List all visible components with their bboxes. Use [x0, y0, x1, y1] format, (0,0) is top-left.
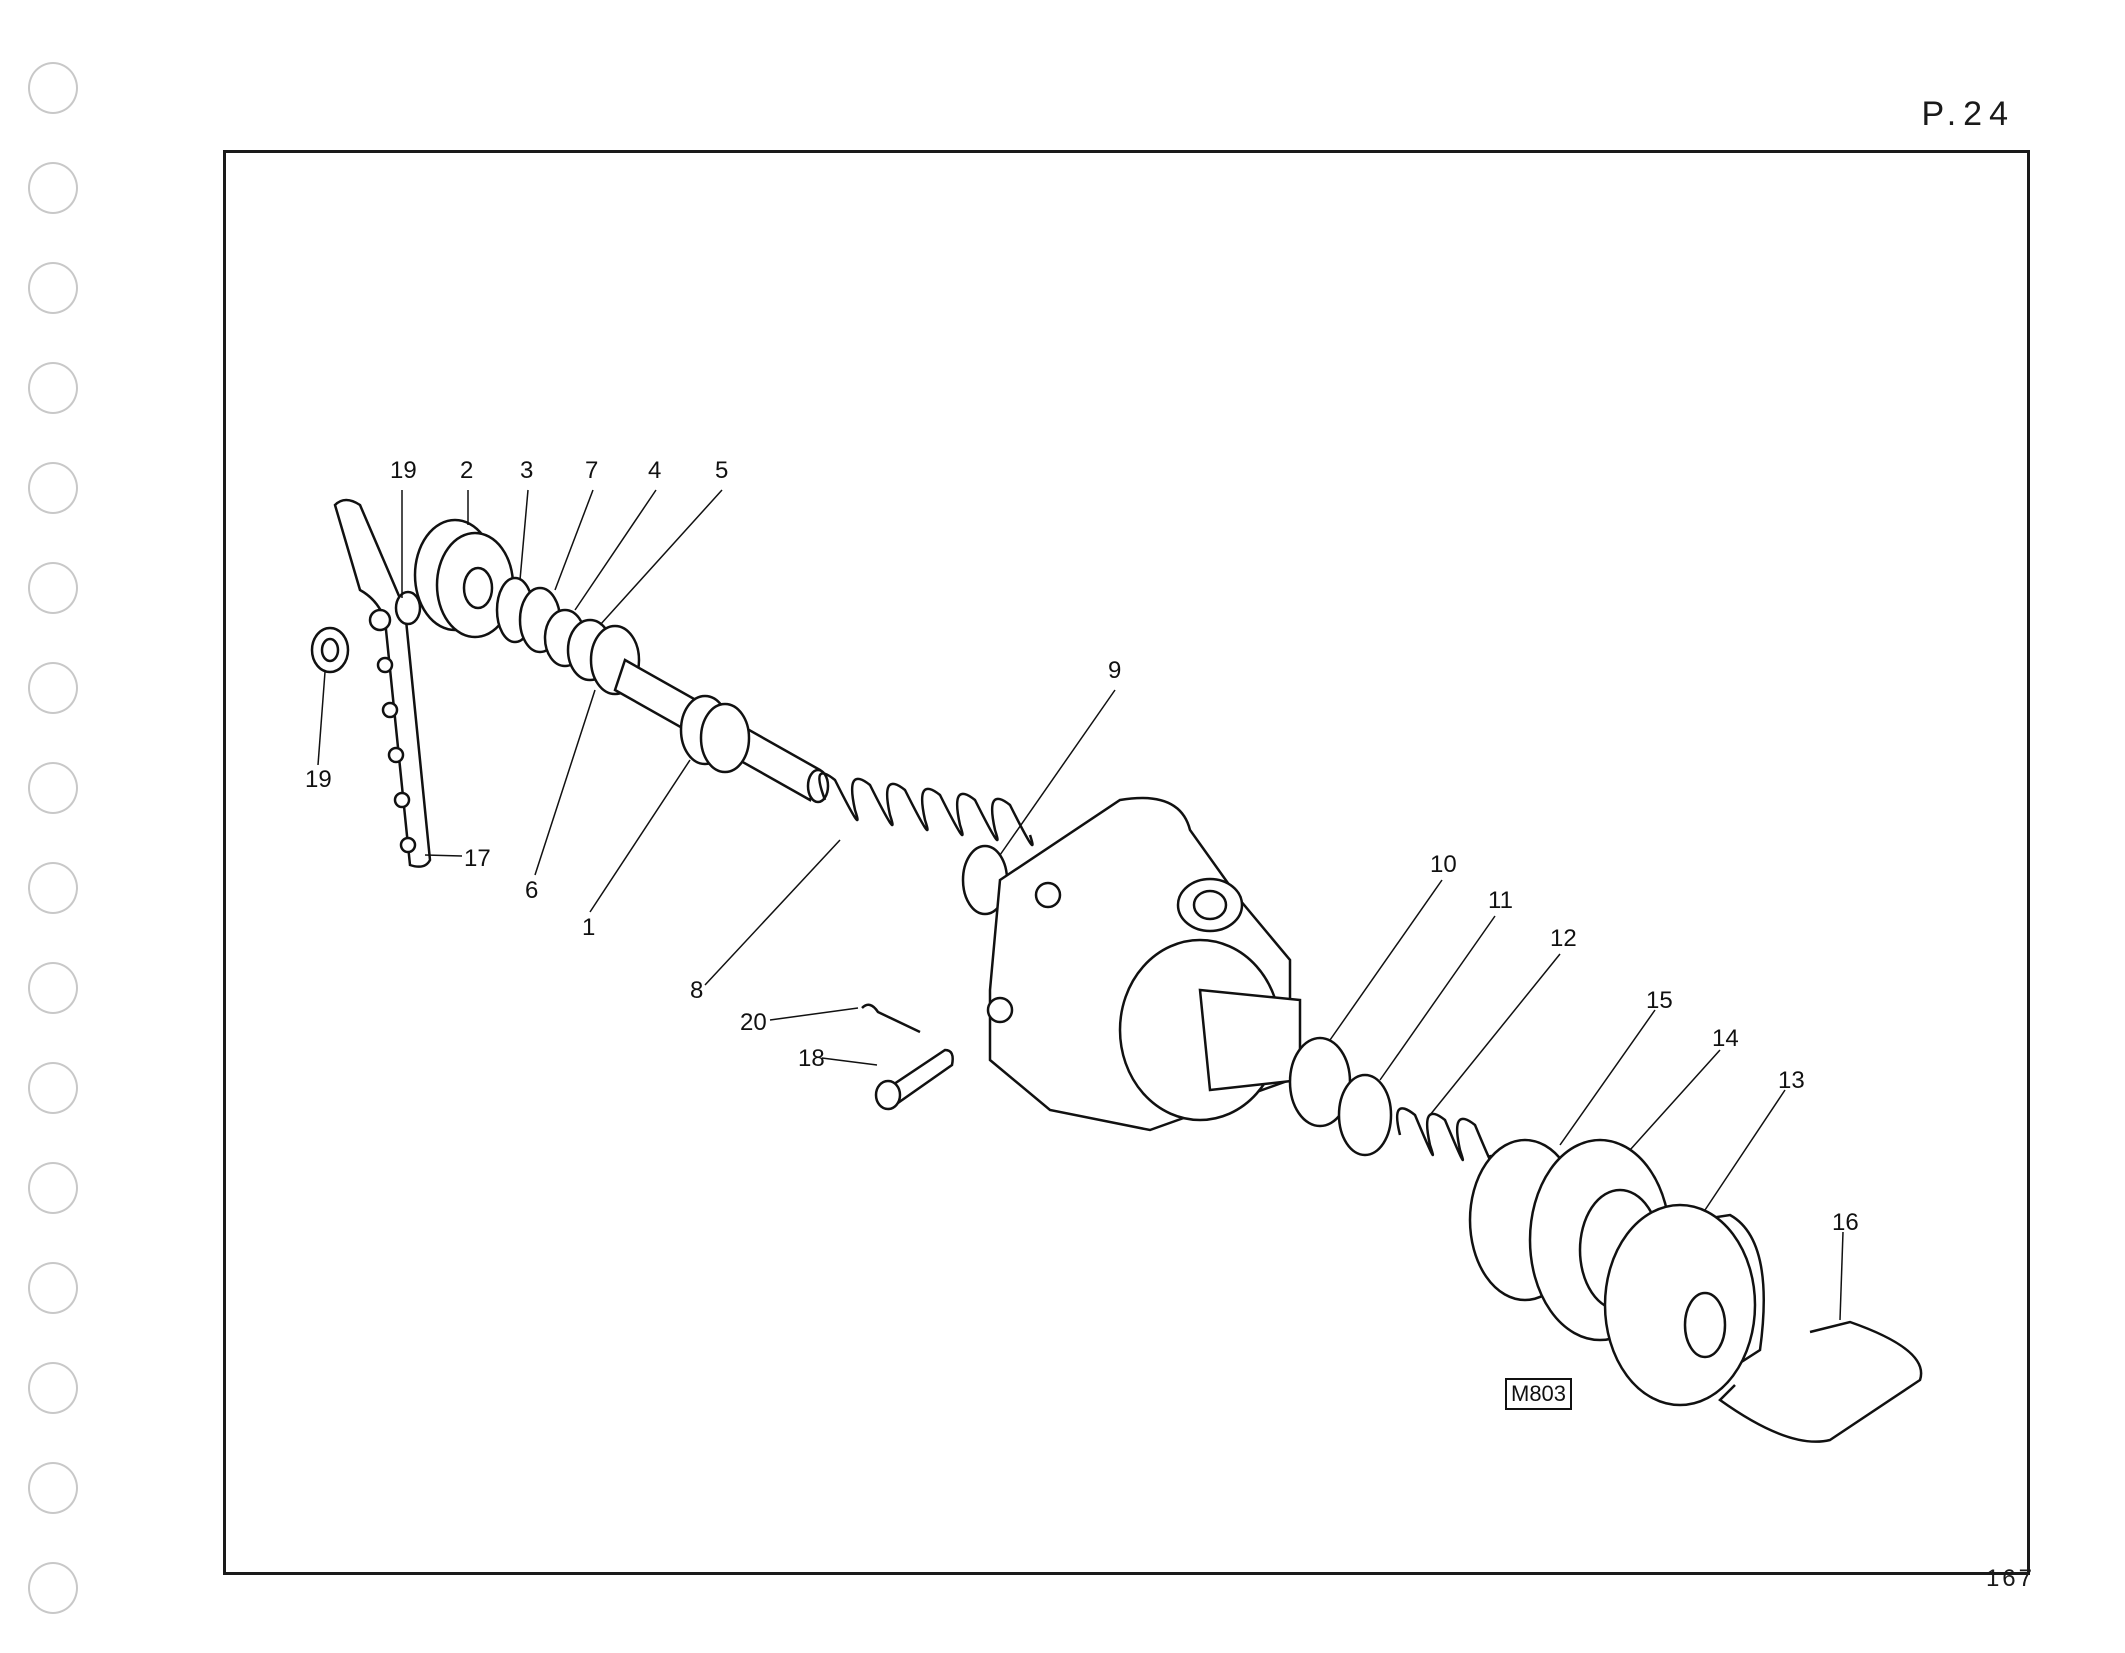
- shaft-part: [613, 658, 830, 804]
- binder-hole: [28, 1062, 78, 1114]
- lever-part: [333, 498, 432, 868]
- callout-label: 18: [798, 1045, 825, 1072]
- binder-hole: [28, 762, 78, 814]
- callout-label: 12: [1550, 925, 1577, 952]
- callout-label: 13: [1778, 1067, 1805, 1094]
- callout-label: 5: [715, 457, 728, 484]
- binder-hole: [28, 1162, 78, 1214]
- callout-label: 11: [1488, 887, 1513, 914]
- roller-part: [413, 518, 515, 639]
- callout-label: 1: [582, 914, 595, 941]
- page-number: 167: [1985, 1565, 2035, 1592]
- callout-label: 3: [520, 457, 533, 484]
- callout-label: 4: [648, 457, 661, 484]
- split-pin-part: [861, 1003, 921, 1034]
- small-washer-part: [394, 590, 422, 626]
- binder-hole: [28, 162, 78, 214]
- callout-labels: 19 2 3 7 4 5 9 19 17 6 1 8 10 11 12 15 1…: [305, 457, 1859, 1236]
- callout-label: 10: [1430, 851, 1457, 878]
- callout-label: 9: [1108, 657, 1121, 684]
- binder-hole: [28, 1362, 78, 1414]
- callout-label: 19: [390, 457, 417, 484]
- callout-label: 15: [1646, 987, 1673, 1014]
- leader-lines: [317, 489, 1844, 1321]
- callout-label: 14: [1712, 1025, 1739, 1052]
- drawing-frame: [223, 150, 2030, 1575]
- binder-hole: [28, 1462, 78, 1514]
- cap-part: [1603, 1203, 1765, 1407]
- callout-label: 2: [460, 457, 473, 484]
- ring-part: [1337, 1073, 1393, 1157]
- callout-label: 19: [305, 766, 332, 793]
- binder-hole: [28, 362, 78, 414]
- callout-label: 7: [585, 457, 598, 484]
- binder-hole: [28, 1562, 78, 1614]
- binder-hole: [28, 1262, 78, 1314]
- callout-label: 17: [464, 845, 491, 872]
- binder-hole: [28, 262, 78, 314]
- callout-label: 8: [690, 977, 703, 1004]
- callout-label: 16: [1832, 1209, 1859, 1236]
- spring-clip-part: [1718, 1320, 1923, 1443]
- binder-hole: [28, 662, 78, 714]
- binder-hole: [28, 862, 78, 914]
- binder-hole: [28, 962, 78, 1014]
- spring-part: [1395, 1107, 1495, 1167]
- figure-reference: M803: [1505, 1378, 1573, 1410]
- binder-hole: [28, 462, 78, 514]
- spring-part: [818, 772, 1034, 847]
- valve-body-part: [986, 796, 1302, 1132]
- callout-label: 20: [740, 1009, 767, 1036]
- binder-hole: [28, 62, 78, 114]
- callout-label: 6: [525, 877, 538, 904]
- pin-part: [874, 1048, 954, 1111]
- washer-part: [310, 626, 350, 674]
- binder-hole: [28, 562, 78, 614]
- page-code: P.24: [1921, 95, 2015, 133]
